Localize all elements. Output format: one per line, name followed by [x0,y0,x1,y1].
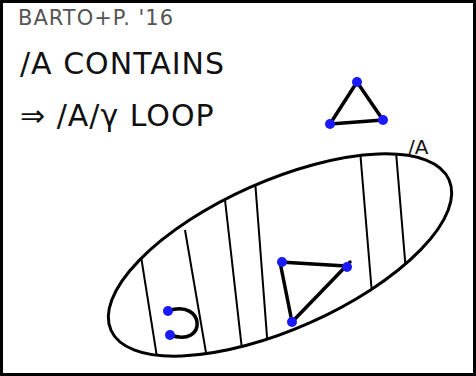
region-blob: /A [90,135,470,376]
blob-outline [90,135,470,376]
triangle-figure [277,257,352,327]
sketch-note: ⇒ /A/γ LOOP [20,98,215,133]
region-label: /A [408,135,428,159]
sketch-note: /A CONTAINS [20,46,225,81]
triangle-icon [325,77,388,129]
band-lines [140,140,410,376]
loop-symbol [163,306,197,340]
title-note: BARTO+P. '16 [18,6,174,30]
